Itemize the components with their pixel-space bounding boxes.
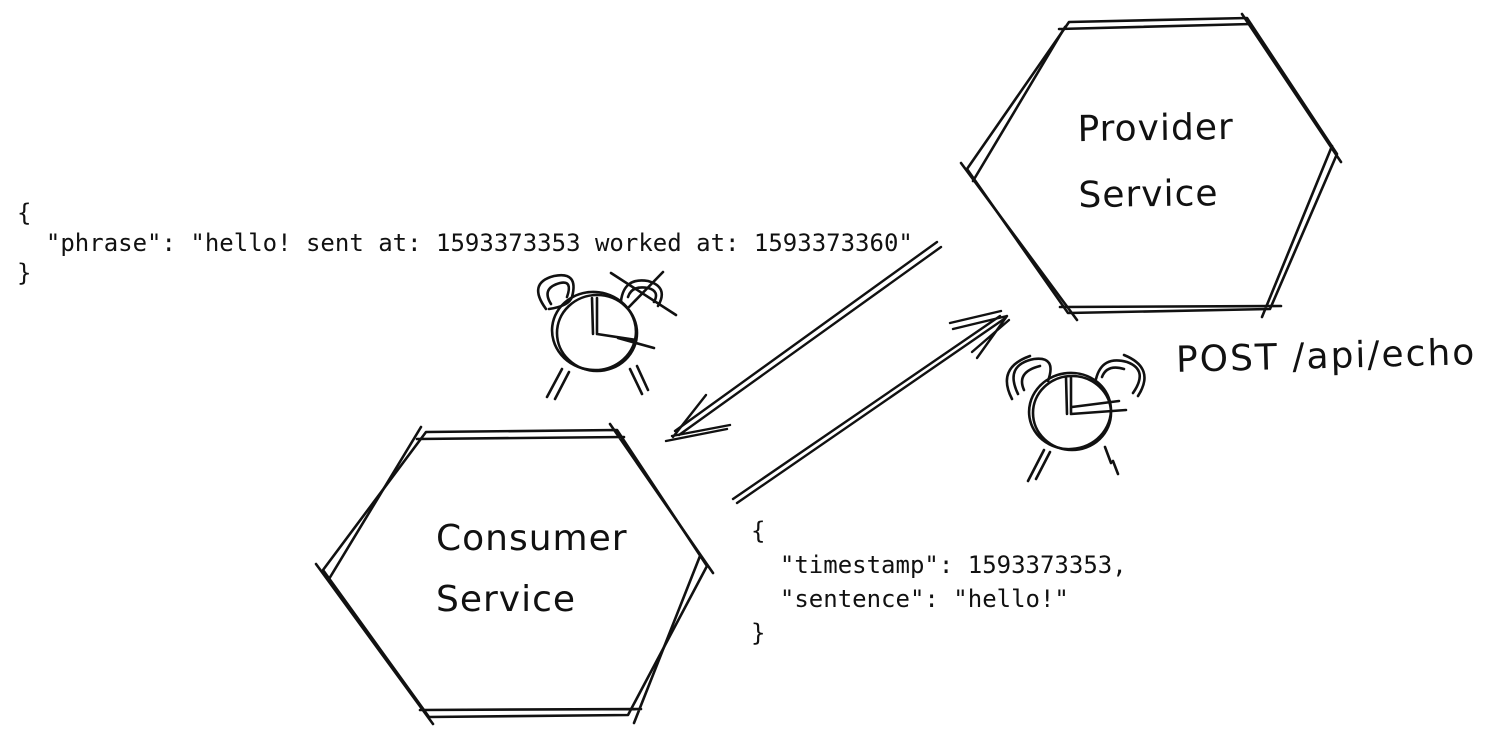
request-arrow-icon [731,309,1011,505]
worked-clock-icon [1005,353,1146,483]
consumer-label-line1: Consumer [436,518,628,559]
json-line: { [17,199,32,227]
json-line: "phrase": "hello! sent at: 1593373353 wo… [17,229,913,257]
consumer-label: Consumer Service [436,508,628,630]
provider-label-line1: Provider [1077,106,1235,151]
sent-clock-icon [536,270,678,401]
json-line: { [751,517,766,545]
json-line: } [17,259,32,287]
provider-label: Provider Service [1077,95,1235,229]
json-line: } [751,619,766,647]
provider-hexagon [959,12,1343,322]
request-json-snippet: { "timestamp": 1593373353, "sentence": "… [751,514,1127,650]
response-json-snippet: { "phrase": "hello! sent at: 1593373353 … [17,198,913,288]
consumer-label-line2: Service [436,579,577,620]
json-line: "sentence": "hello!" [751,585,1069,613]
endpoint-label: POST /api/echo [1175,332,1477,381]
json-line: "timestamp": 1593373353, [751,551,1127,579]
provider-label-line2: Service [1078,173,1219,217]
response-arrow-icon [664,240,943,443]
consumer-hexagon [314,422,715,726]
